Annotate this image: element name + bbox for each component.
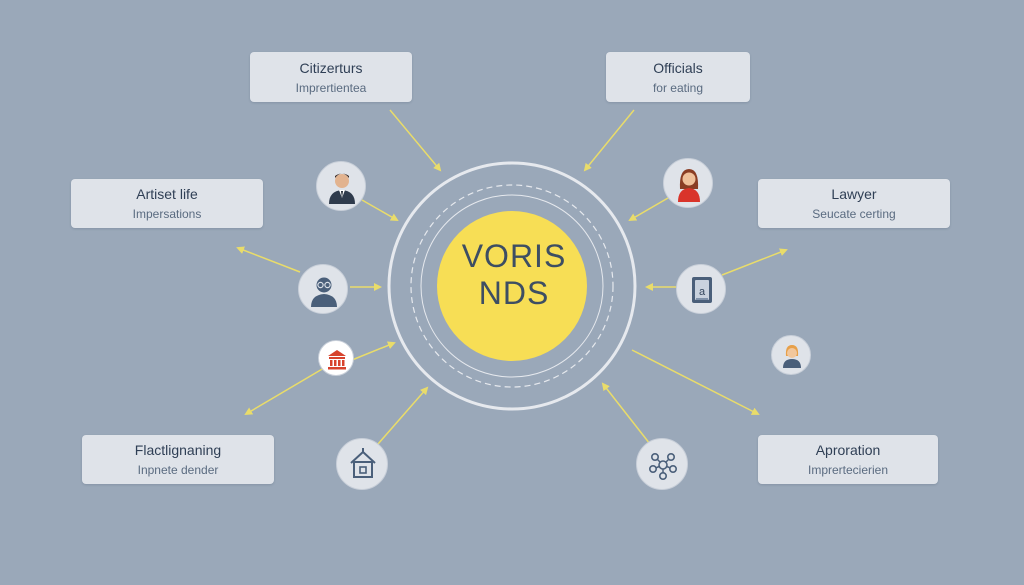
bank-icon xyxy=(328,350,346,370)
woman-node xyxy=(663,158,713,208)
box-subtitle: Seucate certing xyxy=(812,207,896,221)
scholar-icon xyxy=(311,277,337,307)
box-title: Flactlignaning xyxy=(134,442,222,458)
hub-label-line2: NDS xyxy=(478,275,550,311)
box-title: Artiset life xyxy=(136,186,198,202)
user-icon xyxy=(783,345,801,368)
arrow-citizens-to-hub xyxy=(389,109,442,172)
document-node: a xyxy=(676,264,726,314)
arrow-to-artist-box xyxy=(236,246,301,273)
box-title: Officials xyxy=(653,59,703,76)
woman-icon xyxy=(678,169,700,202)
box-subtitle: Impersations xyxy=(132,207,202,221)
box-title: Lawyer xyxy=(831,186,877,202)
house-node xyxy=(336,438,388,490)
businessman-node xyxy=(316,161,366,211)
user-node xyxy=(771,335,811,375)
svg-text:a: a xyxy=(699,286,706,298)
box-lawyer: Lawyer Seucate certing xyxy=(758,179,950,228)
box-subtitle: Imprertecierien xyxy=(807,463,889,477)
businessman-icon xyxy=(329,173,355,204)
hub-outer-ring xyxy=(387,161,637,411)
box-flactlignaning: Flactlignaning Inpnete dender xyxy=(82,435,274,484)
hub-core xyxy=(437,211,587,361)
arrow-hub-to-aproration xyxy=(631,349,760,415)
box-officials: Officials for eating xyxy=(606,52,750,102)
arrow-businessman-to-hub xyxy=(361,199,399,221)
hub-dashed-ring xyxy=(410,184,614,388)
box-subtitle: Imprertientea xyxy=(295,80,367,95)
bank-node xyxy=(318,340,354,376)
arrow-house-to-hub xyxy=(377,386,429,445)
arrow-to-flact-box xyxy=(244,367,325,416)
box-title: Aproration xyxy=(815,442,881,458)
arrow-officials-to-hub xyxy=(583,109,635,172)
box-artiset-life: Artiset life Impersations xyxy=(71,179,263,228)
box-title: Citizerturs xyxy=(299,59,363,76)
document-icon: a xyxy=(692,277,712,303)
network-node xyxy=(636,438,688,490)
hub-label-line1: VORIS xyxy=(461,238,567,274)
box-citizerturs: Citizerturs Imprertientea xyxy=(250,52,412,102)
arrow-to-lawyer-box xyxy=(721,248,788,276)
arrow-woman-to-hub xyxy=(628,197,669,222)
arrow-bank-to-hub xyxy=(351,341,396,361)
box-subtitle: for eating xyxy=(652,80,704,95)
scholar-node xyxy=(298,264,348,314)
hub-inner-ring xyxy=(420,194,604,378)
hub-label: VORIS NDS xyxy=(440,238,588,312)
box-subtitle: Inpnete dender xyxy=(137,463,219,477)
network-icon xyxy=(649,453,677,480)
arrow-network-to-hub xyxy=(601,382,651,445)
house-icon xyxy=(350,448,376,478)
box-aproration: Aproration Imprertecierien xyxy=(758,435,938,484)
